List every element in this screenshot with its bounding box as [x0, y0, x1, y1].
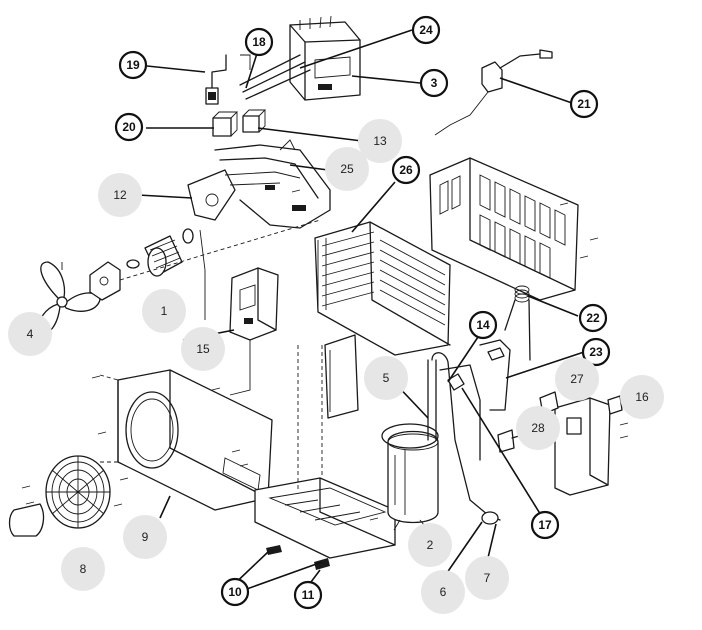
svg-text:20: 20 — [122, 120, 136, 134]
callout-19[interactable]: 19 — [118, 50, 148, 80]
svg-text:9: 9 — [142, 530, 149, 544]
relay-parts — [205, 54, 267, 137]
electrical-bracket — [187, 139, 331, 229]
svg-text:28: 28 — [531, 421, 545, 435]
svg-text:3: 3 — [431, 76, 438, 90]
callout-10[interactable]: 10 — [220, 577, 250, 607]
fan-guard — [8, 455, 111, 537]
callout-6[interactable]: 6 — [421, 570, 465, 614]
svg-text:18: 18 — [252, 35, 266, 49]
callout-4[interactable]: 4 — [8, 312, 52, 356]
callout-21[interactable]: 21 — [569, 89, 599, 119]
callout-26[interactable]: 26 — [391, 155, 421, 185]
callout-24[interactable]: 24 — [411, 15, 441, 45]
callout-15[interactable]: 15 — [181, 327, 225, 371]
callout-13[interactable]: 13 — [358, 119, 402, 163]
rear-panel-grille — [429, 157, 579, 301]
callout-11[interactable]: 11 — [293, 580, 323, 610]
svg-text:16: 16 — [635, 390, 649, 404]
svg-text:7: 7 — [484, 571, 491, 585]
callout-18[interactable]: 18 — [244, 27, 274, 57]
svg-text:8: 8 — [80, 562, 87, 576]
svg-text:2: 2 — [427, 538, 434, 552]
callout-22[interactable]: 22 — [578, 303, 608, 333]
svg-text:21: 21 — [577, 97, 591, 111]
thermistor-sensor — [434, 49, 553, 136]
fan-motor — [89, 219, 321, 320]
partition-panel — [297, 334, 359, 490]
callout-23[interactable]: 23 — [581, 337, 611, 367]
callout-17[interactable]: 17 — [530, 510, 560, 540]
svg-text:24: 24 — [419, 23, 433, 37]
callout-12[interactable]: 12 — [98, 173, 142, 217]
callout-27[interactable]: 27 — [555, 357, 599, 401]
refrigerant-piping — [427, 339, 511, 525]
svg-text:4: 4 — [27, 327, 34, 341]
svg-text:6: 6 — [440, 585, 447, 599]
side-panel — [539, 391, 623, 496]
screws — [21, 189, 629, 521]
base-pan — [254, 477, 396, 559]
callout-3[interactable]: 3 — [419, 68, 449, 98]
callout-25[interactable]: 25 — [325, 147, 369, 191]
svg-text:11: 11 — [302, 588, 315, 602]
cabinet-shroud — [99, 369, 273, 511]
callout-5[interactable]: 5 — [364, 356, 408, 400]
svg-text:26: 26 — [399, 163, 413, 177]
compressor — [381, 423, 439, 531]
svg-text:22: 22 — [586, 311, 600, 325]
callout-28[interactable]: 28 — [516, 406, 560, 450]
svg-text:27: 27 — [570, 372, 584, 386]
svg-text:19: 19 — [126, 58, 140, 72]
svg-text:10: 10 — [228, 585, 242, 599]
capillary-tube — [504, 285, 531, 361]
svg-text:25: 25 — [340, 162, 354, 176]
callout-7[interactable]: 7 — [465, 556, 509, 600]
svg-text:17: 17 — [538, 518, 552, 532]
grommets — [266, 545, 330, 570]
callout-20[interactable]: 20 — [114, 112, 144, 142]
svg-text:14: 14 — [476, 318, 490, 332]
svg-text:23: 23 — [589, 345, 603, 359]
svg-text:15: 15 — [196, 342, 210, 356]
svg-text:5: 5 — [383, 371, 390, 385]
svg-text:13: 13 — [373, 134, 387, 148]
control-box — [239, 15, 361, 101]
callout-16[interactable]: 16 — [620, 375, 664, 419]
callout-1[interactable]: 1 — [142, 289, 186, 333]
callout-9[interactable]: 9 — [123, 515, 167, 559]
svg-text:12: 12 — [113, 188, 127, 202]
svg-text:1: 1 — [161, 304, 168, 318]
callout-2[interactable]: 2 — [408, 523, 452, 567]
condenser-coil — [314, 221, 451, 356]
motor-mount — [229, 267, 279, 396]
callout-14[interactable]: 14 — [468, 310, 498, 340]
fan-blade — [38, 261, 101, 335]
callout-8[interactable]: 8 — [61, 547, 105, 591]
